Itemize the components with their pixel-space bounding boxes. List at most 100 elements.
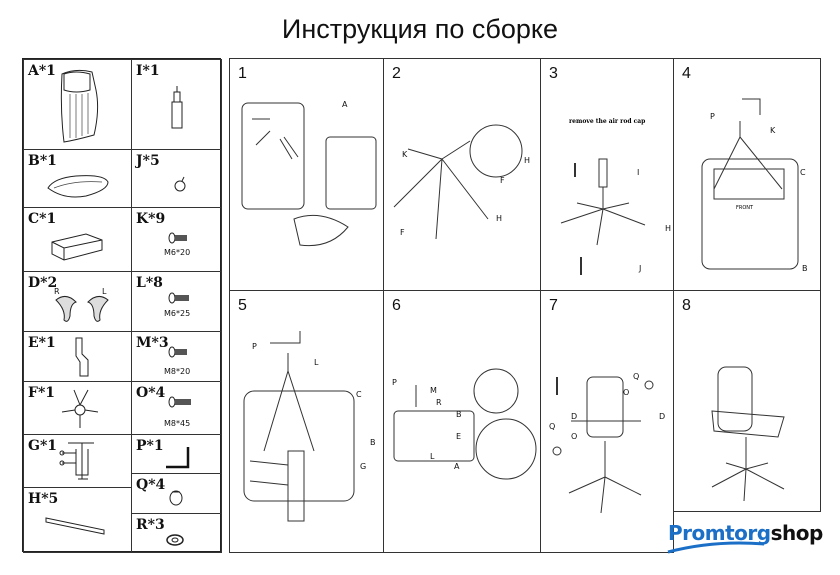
callout-label: K	[402, 150, 408, 159]
step-8: 8	[673, 290, 821, 512]
cover-strip-icon	[45, 517, 105, 535]
step-number: 5	[238, 297, 247, 314]
part-label: G*1	[28, 438, 58, 454]
step-7: 7 Q O D D Q O	[540, 290, 674, 553]
part-label: K*9	[136, 211, 166, 227]
callout-label: P	[252, 342, 257, 351]
callout-label: E	[456, 432, 461, 441]
part-l: L*8 M6*25	[131, 271, 222, 332]
part-b: B*1	[23, 149, 132, 208]
callout-label: Q	[549, 422, 555, 431]
callout-label: H	[496, 214, 502, 223]
callout-label: I	[637, 168, 639, 177]
part-d: D*2 R L	[23, 271, 132, 332]
bolt-icon	[168, 292, 189, 304]
part-label: P*1	[136, 438, 164, 454]
callout-label: O	[571, 432, 577, 441]
callout-label: B	[802, 264, 808, 273]
callout-label: R	[436, 398, 442, 407]
part-c: C*1	[23, 207, 132, 272]
callout-label: O	[623, 388, 629, 397]
step-6: 6 P M R B E L A	[383, 290, 541, 553]
callout-label: M	[430, 386, 437, 395]
part-label: Q*4	[136, 477, 166, 493]
hex-key-icon	[166, 447, 190, 469]
part-label: J*5	[136, 153, 160, 169]
part-label: D*2	[28, 275, 58, 291]
seat-plate-icon	[51, 233, 103, 261]
bolt-spec: M6*20	[164, 248, 191, 257]
part-label: L*8	[136, 275, 163, 291]
washer-icon	[166, 534, 184, 546]
callout-label: D	[659, 412, 665, 421]
brand-part-1: Promtorg	[668, 521, 771, 545]
step-number: 8	[682, 297, 691, 314]
step-number: 4	[682, 65, 691, 82]
callout-label: K	[770, 126, 776, 135]
part-label: I*1	[136, 63, 160, 79]
step-4: 4 P K C B FRONT	[673, 58, 821, 291]
parts-list: A*1 B*1 C*1 D*2 R L E*1 F*1 G*1	[22, 58, 222, 553]
callout-label: F	[500, 176, 505, 185]
bracket-icon	[75, 337, 89, 377]
gas-lift-icon	[171, 86, 183, 129]
part-a: A*1	[23, 59, 132, 150]
step-5: 5 P L C B G	[229, 290, 384, 553]
part-label: R*3	[136, 517, 165, 533]
part-label: C*1	[28, 211, 57, 227]
callout-label: H	[665, 224, 671, 233]
step-number: 2	[392, 65, 401, 82]
step-number: 6	[392, 297, 401, 314]
base-icon	[61, 389, 99, 428]
step-2: 2 K H F H F	[383, 58, 541, 291]
callout-label: D	[571, 412, 577, 421]
callout-label: A	[342, 100, 348, 109]
part-i: I*1	[131, 59, 222, 150]
seat-icon	[47, 175, 109, 198]
armrests-icon: R L	[54, 287, 109, 322]
brand-part-2: shop	[770, 521, 824, 545]
bolt-spec: M6*25	[164, 309, 191, 318]
part-label: A*1	[28, 63, 56, 79]
front-tag: FRONT	[736, 205, 754, 211]
part-o: O*4 M8*45	[131, 381, 222, 435]
part-label: M*3	[136, 335, 169, 351]
armrest-right-label: R	[54, 287, 60, 296]
callout-label: F	[400, 228, 405, 237]
bolt-icon	[168, 346, 187, 358]
bolt-spec: M8*20	[164, 367, 191, 376]
step-note: remove the air rod cap	[569, 118, 645, 125]
part-q: Q*4	[131, 473, 222, 514]
step-3: 3 remove the air rod cap I H J	[540, 58, 674, 291]
mechanism-icon	[59, 442, 94, 480]
part-h: H*5	[23, 487, 132, 553]
callout-label: B	[370, 438, 376, 447]
part-k: K*9 M6*20	[131, 207, 222, 272]
callout-label: P	[392, 378, 397, 387]
callout-label: C	[800, 168, 806, 177]
part-label: E*1	[28, 335, 56, 351]
step-3-diagram: remove the air rod cap I H J	[560, 118, 671, 275]
part-j: J*5	[131, 149, 222, 208]
callout-label: P	[710, 112, 715, 121]
callout-label: B	[456, 410, 462, 419]
callout-label: C	[356, 390, 362, 399]
brand-logo: Promtorgshop	[668, 521, 823, 545]
step-7-diagram: Q O D D Q O	[549, 372, 665, 514]
callout-label: Q	[633, 372, 639, 381]
step-5-diagram: P L C B G	[243, 331, 376, 522]
part-m: M*3 M8*20	[131, 331, 222, 382]
callout-label: J	[638, 264, 641, 273]
callout-label: G	[360, 462, 366, 471]
bolt-icon	[168, 396, 191, 408]
cap-icon	[169, 490, 183, 506]
part-r: R*3	[131, 513, 222, 553]
step-number: 7	[549, 297, 558, 314]
part-label: H*5	[28, 491, 59, 507]
page-title: Инструкция по сборке	[281, 14, 559, 44]
armrest-left-label: L	[102, 287, 107, 296]
part-label: O*4	[136, 385, 166, 401]
part-g: G*1	[23, 434, 132, 488]
part-label: F*1	[28, 385, 56, 401]
